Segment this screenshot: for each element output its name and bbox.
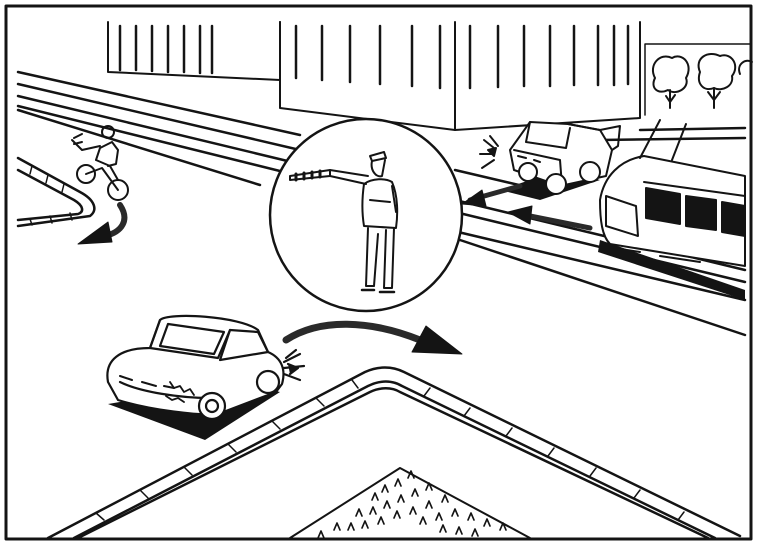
trees-icon (653, 54, 752, 108)
truck-path-arrow (462, 186, 520, 206)
tram-icon (598, 120, 745, 300)
tram-path-arrow (508, 206, 590, 228)
motorcyclist-icon (72, 126, 128, 200)
grass-icon (318, 471, 506, 538)
left-curb (18, 158, 94, 226)
traffic-officer-icon (270, 119, 462, 311)
truck-icon (480, 122, 620, 200)
motorcycle-path-arrow (78, 205, 124, 244)
turn-arrow (286, 324, 462, 354)
car-icon (107, 316, 304, 440)
